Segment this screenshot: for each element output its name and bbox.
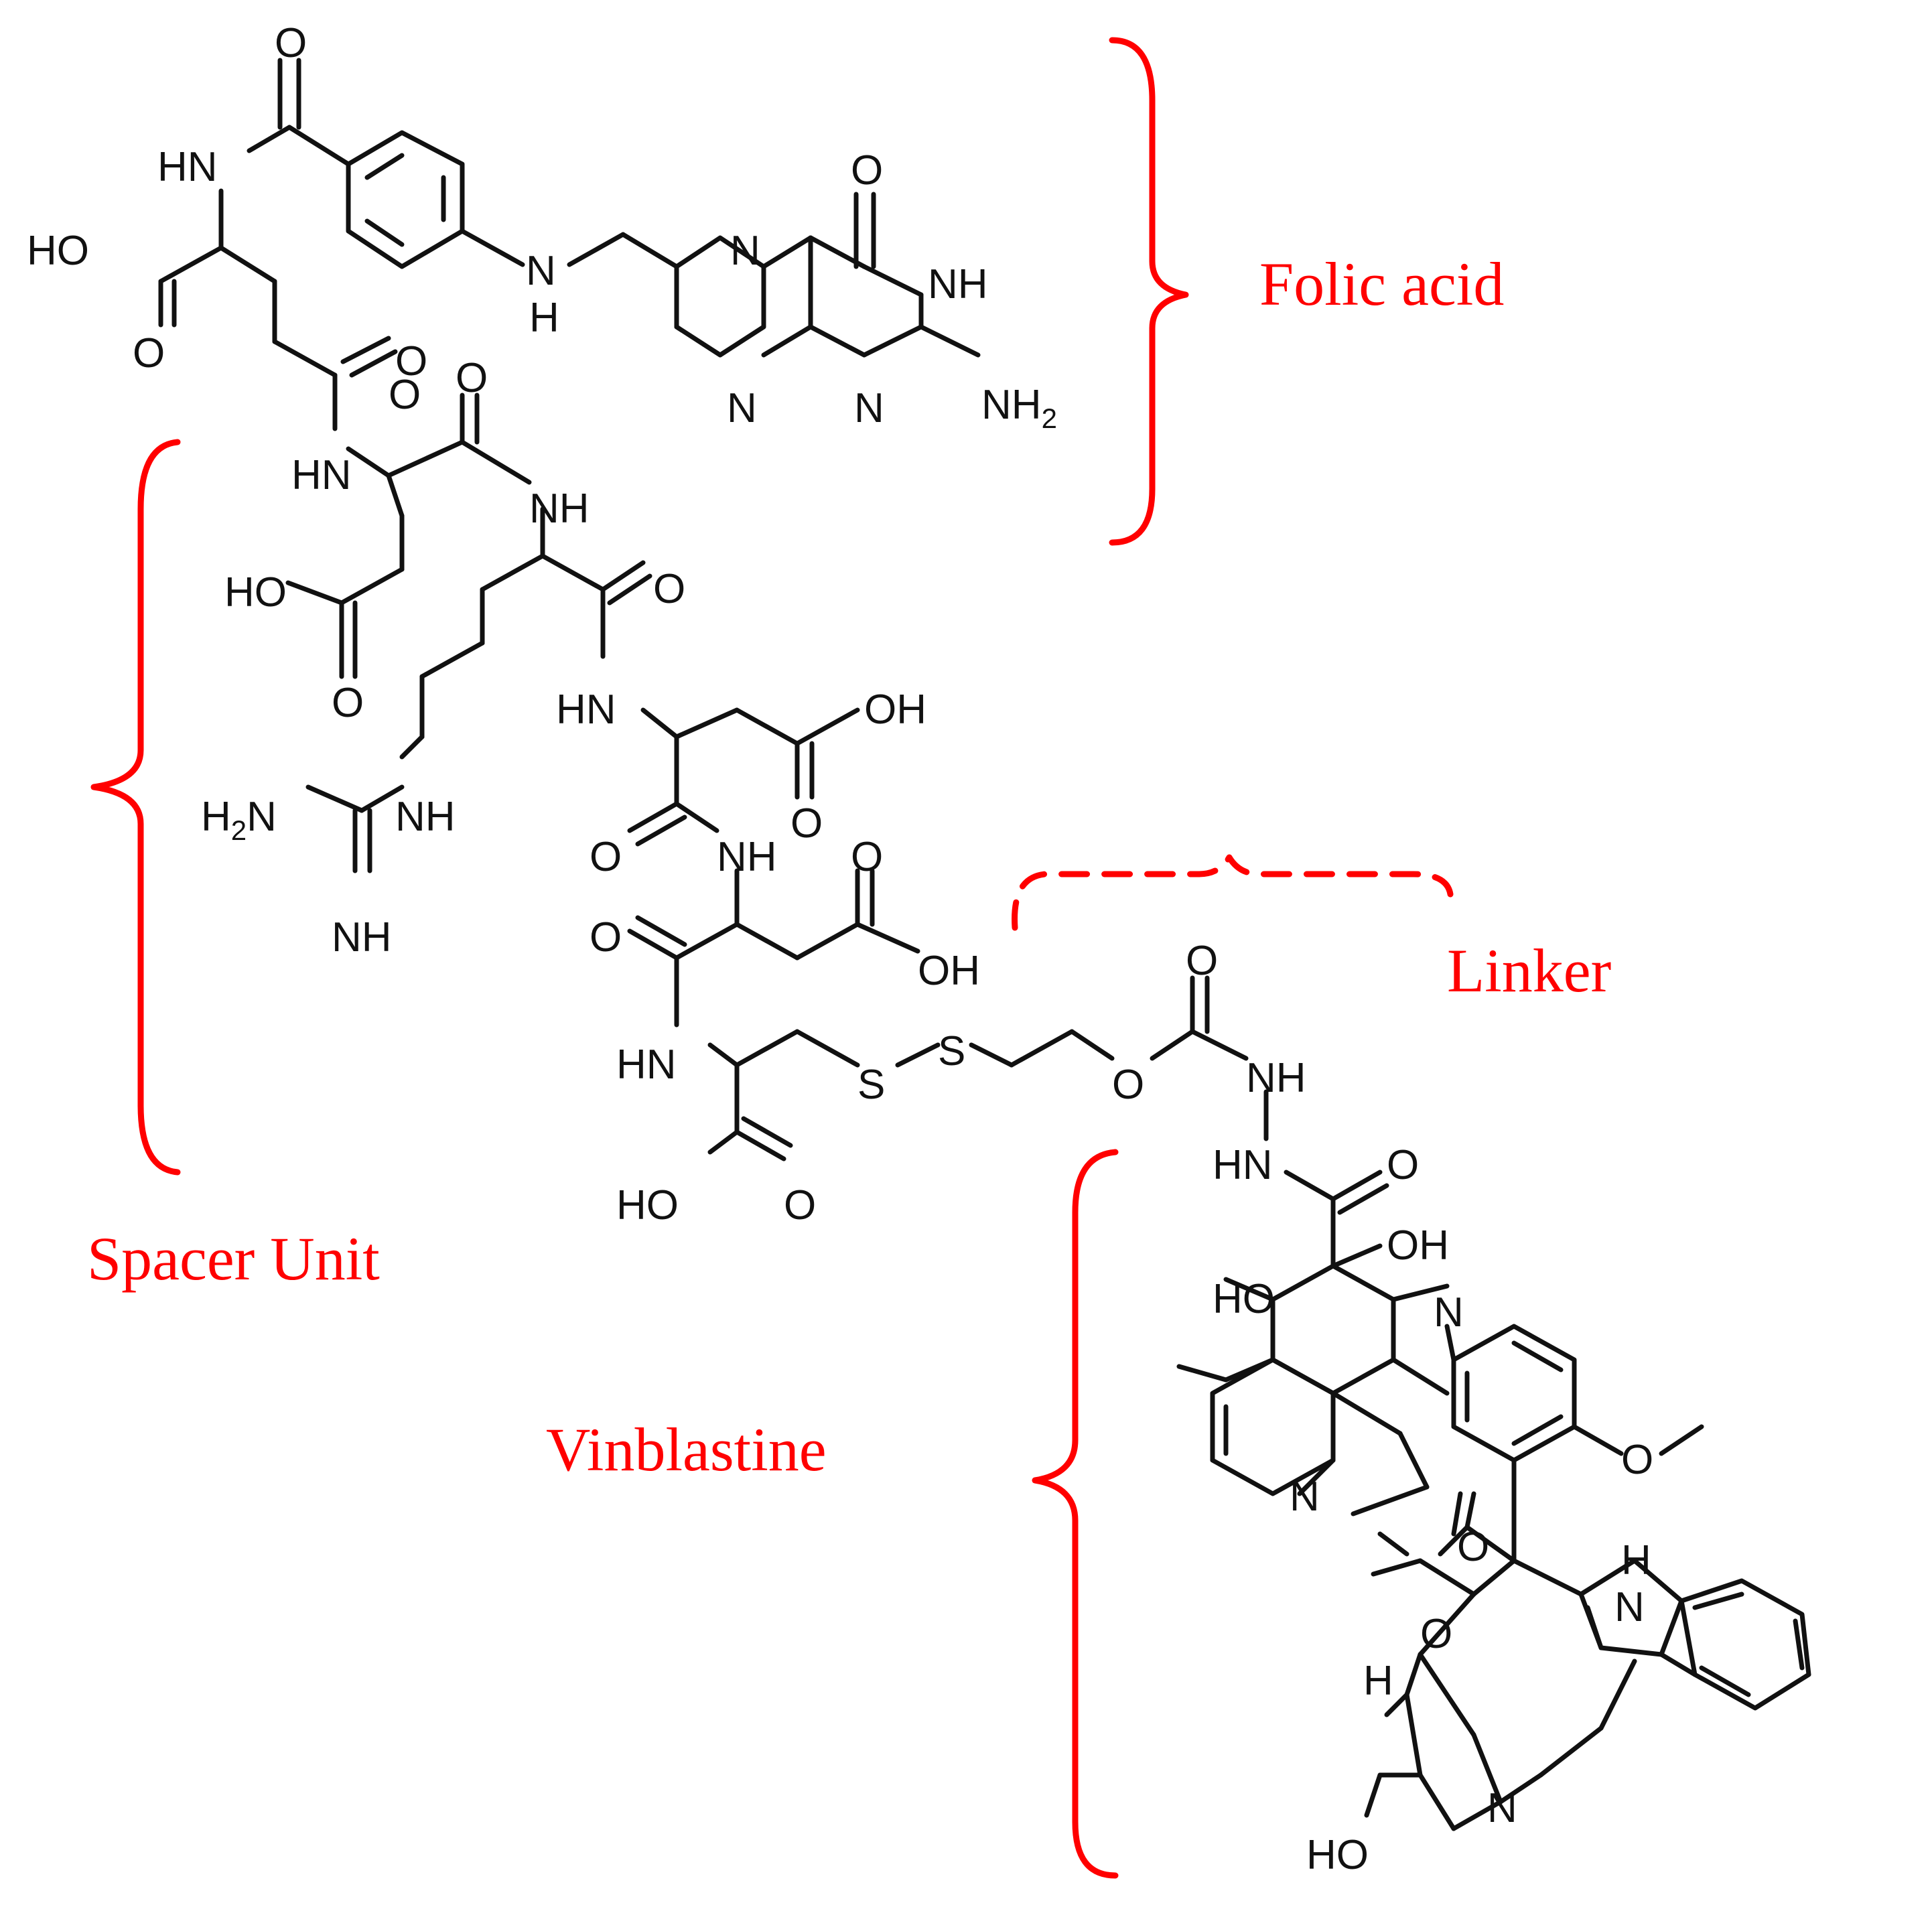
atom-hn: HN (616, 1042, 677, 1088)
spacer-unit-brace (90, 439, 181, 1176)
atom-oh: OH (864, 687, 926, 733)
atom-o: O (332, 680, 364, 726)
spacer-unit-structure (285, 393, 1389, 1269)
vinblastine-brace (1032, 1149, 1119, 1879)
atom-o: O (784, 1182, 816, 1228)
atom-n: N (1487, 1785, 1517, 1831)
atom-o: O (1420, 1611, 1452, 1657)
atom-nh: NH (332, 914, 392, 961)
atom-ho: HO (1213, 1276, 1275, 1322)
atom-o: O (395, 338, 427, 384)
atom-n: N (526, 248, 556, 294)
atom-ho: HO (616, 1182, 679, 1228)
atom-nh: NH (1246, 1055, 1306, 1101)
atom-nh: NH (395, 794, 456, 840)
atom-o: O (1112, 1062, 1144, 1108)
atom-o: O (790, 800, 823, 847)
atom-o: O (1387, 1142, 1419, 1188)
label-spacer-unit: Spacer Unit (87, 1224, 380, 1293)
atom-n: N (854, 385, 884, 431)
atom-o: O (1621, 1437, 1653, 1483)
atom-n: N (1434, 1289, 1464, 1336)
atom-n: N (1614, 1584, 1645, 1630)
atom-o: O (275, 20, 307, 66)
atom-nh: NH (529, 486, 590, 532)
vinblastine-structure (1176, 1243, 1811, 1831)
label-folic-acid: Folic acid (1259, 250, 1504, 318)
atom-nh2: NH2 (981, 382, 1057, 434)
atom-h2n: H2N (201, 794, 277, 846)
annotations: Folic acid Spacer Unit Linker Vinblastin… (87, 37, 1611, 1879)
atom-oh: OH (918, 948, 980, 994)
atom-o: O (851, 147, 883, 194)
atom-h: H (1363, 1658, 1393, 1704)
atom-n: N (730, 228, 760, 274)
atom-oh: OH (1387, 1222, 1449, 1269)
atom-n: N (727, 385, 757, 431)
atom-n: N (1290, 1474, 1320, 1520)
atom-o: O (851, 834, 883, 880)
atom-o: O (1186, 938, 1218, 984)
atom-o: O (590, 834, 622, 880)
atom-hn: HN (556, 687, 616, 733)
atom-o: O (590, 914, 622, 961)
atom-o: O (133, 330, 165, 376)
atom-ho: HO (224, 569, 287, 616)
atom-hn: HN (291, 452, 352, 498)
atom-o: O (456, 355, 488, 401)
atom-hn: HN (157, 144, 218, 190)
atom-h: H (529, 295, 559, 341)
atom-o: O (1457, 1524, 1489, 1570)
atom-o: O (653, 566, 685, 612)
atom-hn: HN (1213, 1142, 1273, 1188)
folic-acid-brace (1109, 37, 1189, 546)
atom-o: O (389, 372, 421, 418)
atom-s: S (938, 1028, 965, 1074)
atom-nh: NH (717, 834, 777, 880)
label-vinblastine: Vinblastine (546, 1415, 827, 1484)
folic-acid-structure (158, 58, 981, 431)
atom-h: H (1621, 1537, 1651, 1583)
label-linker: Linker (1447, 936, 1611, 1005)
linker-brace (1012, 854, 1454, 931)
atom-ho: HO (1306, 1832, 1369, 1878)
atom-s: S (857, 1062, 885, 1108)
atom-ho: HO (27, 228, 89, 274)
atom-nh: NH (928, 261, 988, 307)
